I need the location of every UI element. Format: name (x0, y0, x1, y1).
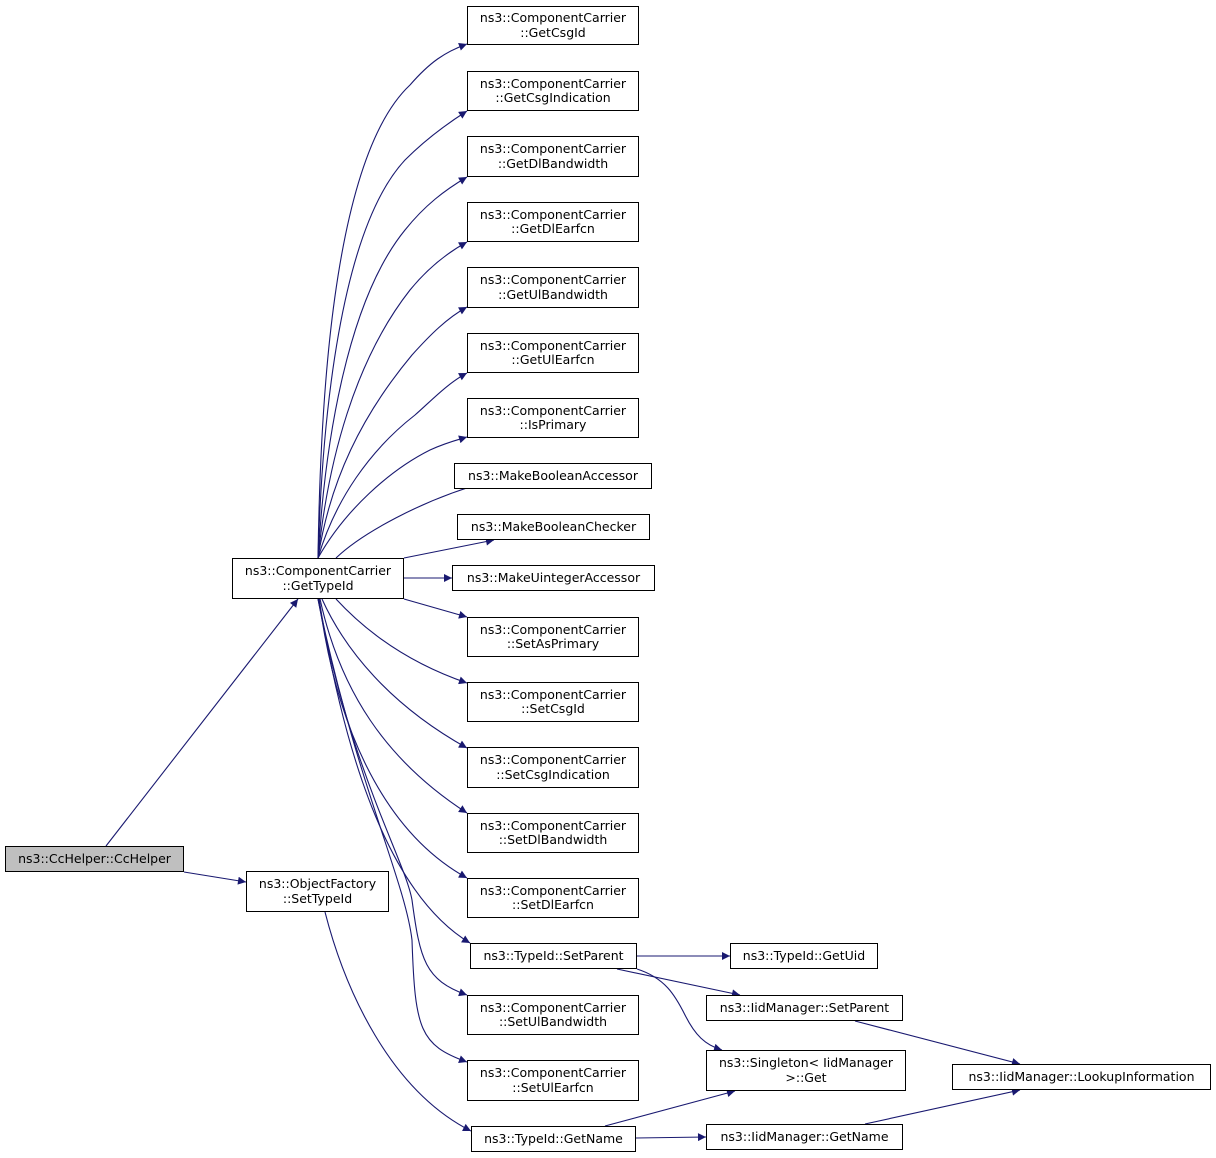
node-typeid-getname[interactable]: ns3::TypeId::GetName (471, 1126, 636, 1152)
edge-typeid-setparent-to-singleton-get (636, 968, 723, 1052)
node-label: ns3::ComponentCarrier (479, 686, 627, 702)
node-componentcarrier-getcsgid[interactable]: ns3::ComponentCarrier ::GetCsgId (467, 6, 639, 45)
edge-gettypeid-to-getulbandwidth (317, 306, 468, 559)
node-label: ::SetAsPrimary (506, 636, 600, 651)
edge-gettypeid-to-makebooleanchecker (403, 537, 495, 559)
edge-typeid-getname-to-iidmanager-getname (635, 1133, 707, 1142)
node-label: ::SetDlEarfcn (512, 897, 594, 912)
node-label: ns3::ComponentCarrier (479, 206, 627, 222)
edge-gettypeid-to-setcsgid (335, 598, 468, 685)
node-label: ::GetTypeId (282, 577, 354, 593)
node-label: ::GetCsgIndication (495, 90, 611, 105)
node-componentcarrier-getulbandwidth[interactable]: ns3::ComponentCarrier ::GetUlBandwidth (467, 267, 639, 308)
node-label: ::SetUlBandwidth (498, 1014, 608, 1029)
node-label: ns3::Singleton< IidManager (718, 1055, 894, 1070)
node-label: ns3::ComponentCarrier (244, 563, 392, 578)
edge-gettypeid-to-typeid-setparent (318, 598, 471, 944)
node-label: ns3::ComponentCarrier (479, 817, 627, 833)
edge-gettypeid-to-setdlbandwidth (319, 598, 468, 814)
node-label: ::SetDlBandwidth (498, 832, 608, 847)
node-label: >::Get (785, 1069, 827, 1085)
edge-gettypeid-to-getcsgid (317, 42, 468, 559)
node-componentcarrier-setulbandwidth[interactable]: ns3::ComponentCarrier ::SetUlBandwidth (467, 995, 639, 1035)
node-componentcarrier-getulearfcn[interactable]: ns3::ComponentCarrier ::GetUlEarfcn (467, 333, 639, 373)
node-label: ns3::TypeId::GetName (484, 1130, 623, 1146)
node-typeid-setparent[interactable]: ns3::TypeId::SetParent (470, 943, 637, 969)
edge-objectfactory-settypeid-to-typeid-getname (324, 911, 472, 1132)
edge-iidmanager-getname-to-lookupinformation (864, 1087, 1021, 1125)
node-label: ns3::TypeId::GetUid (742, 947, 866, 963)
node-label: ns3::ComponentCarrier (479, 1065, 627, 1080)
node-componentcarrier-setdlbandwidth[interactable]: ns3::ComponentCarrier ::SetDlBandwidth (467, 813, 639, 853)
edge-gettypeid-to-getulearfcn (317, 372, 468, 559)
node-label: ns3::IidManager::SetParent (719, 999, 890, 1015)
node-componentcarrier-setasprimary[interactable]: ns3::ComponentCarrier ::SetAsPrimary (467, 617, 639, 657)
node-label: ::GetUlBandwidth (498, 286, 608, 302)
node-iidmanager-lookupinformation[interactable]: ns3::IidManager::LookupInformation (952, 1064, 1211, 1090)
node-label: ns3::ObjectFactory (258, 876, 377, 891)
node-label: ns3::ComponentCarrier (479, 752, 627, 767)
node-makebooleanchecker[interactable]: ns3::MakeBooleanChecker (457, 514, 650, 540)
edge-cchelper-to-objectfactory-settypeid (183, 871, 247, 885)
node-componentcarrier-getdlearfcn[interactable]: ns3::ComponentCarrier ::GetDlEarfcn (467, 202, 639, 242)
edge-cchelper-to-gettypeid (105, 598, 299, 847)
edge-gettypeid-to-setasprimary (403, 598, 468, 619)
node-label: ns3::MakeUintegerAccessor (466, 569, 641, 585)
node-makebooleanaccessor[interactable]: ns3::MakeBooleanAccessor (454, 463, 652, 489)
node-componentcarrier-gettypeid[interactable]: ns3::ComponentCarrier ::GetTypeId (232, 558, 404, 599)
edge-gettypeid-to-getdlbandwidth (317, 176, 468, 559)
edge-iidmanager-setparent-to-lookupinformation (854, 1020, 1021, 1066)
node-label: ns3::ComponentCarrier (479, 882, 627, 898)
node-label: ns3::ComponentCarrier (479, 272, 627, 287)
node-label: ::GetUlEarfcn (511, 352, 595, 367)
node-componentcarrier-getcsgindication[interactable]: ns3::ComponentCarrier ::GetCsgIndication (467, 71, 639, 111)
node-label: ::GetDlEarfcn (511, 221, 595, 236)
edge-gettypeid-to-getcsgindication (317, 110, 468, 559)
node-iidmanager-setparent[interactable]: ns3::IidManager::SetParent (706, 995, 903, 1021)
edge-typeid-setparent-to-iidmanager-setparent (616, 968, 741, 998)
node-label: ns3::ComponentCarrier (479, 999, 627, 1015)
node-componentcarrier-setcsgindication[interactable]: ns3::ComponentCarrier ::SetCsgIndication (467, 747, 639, 788)
node-label: ::SetCsgIndication (496, 766, 610, 782)
node-componentcarrier-getdlbandwidth[interactable]: ns3::ComponentCarrier ::GetDlBandwidth (467, 136, 639, 177)
node-label: ns3::TypeId::SetParent (483, 947, 624, 963)
node-typeid-getuid[interactable]: ns3::TypeId::GetUid (730, 943, 878, 969)
node-label: ns3::MakeBooleanChecker (470, 518, 637, 534)
node-componentcarrier-setcsgid[interactable]: ns3::ComponentCarrier ::SetCsgId (467, 682, 639, 722)
node-componentcarrier-setulearfcn[interactable]: ns3::ComponentCarrier ::SetUlEarfcn (467, 1060, 639, 1101)
node-label: ns3::ComponentCarrier (479, 10, 627, 25)
edge-typeid-getname-to-singleton-get (604, 1089, 736, 1127)
node-componentcarrier-setdlearfcn[interactable]: ns3::ComponentCarrier ::SetDlEarfcn (467, 878, 639, 918)
node-label: ns3::IidManager::LookupInformation (968, 1068, 1195, 1084)
node-label: ns3::ComponentCarrier (479, 402, 627, 418)
node-makeuintegeraccessor[interactable]: ns3::MakeUintegerAccessor (452, 565, 655, 591)
node-componentcarrier-isprimary[interactable]: ns3::ComponentCarrier ::IsPrimary (467, 398, 639, 438)
node-cchelper-cchelper: ns3::CcHelper::CcHelper (5, 846, 184, 872)
edge-gettypeid-to-isprimary (317, 435, 468, 559)
node-singleton-iidmanager-get[interactable]: ns3::Singleton< IidManager >::Get (706, 1050, 906, 1091)
node-label: ns3::ComponentCarrier (479, 75, 627, 91)
node-label: ::GetDlBandwidth (497, 155, 609, 171)
node-label: ::GetCsgId (520, 24, 586, 40)
node-label: ns3::CcHelper::CcHelper (18, 850, 171, 866)
node-label: ns3::MakeBooleanAccessor (468, 467, 638, 483)
node-objectfactory-settypeid[interactable]: ns3::ObjectFactory ::SetTypeId (246, 871, 389, 912)
edge-gettypeid-to-setdlearfcn (318, 598, 468, 879)
node-label: ::SetTypeId (282, 890, 353, 906)
edge-gettypeid-to-setcsgindication (321, 598, 468, 749)
node-label: ::SetUlEarfcn (512, 1079, 594, 1095)
node-label: ns3::IidManager::GetName (720, 1128, 889, 1144)
node-label: ::IsPrimary (519, 417, 587, 432)
node-label: ns3::ComponentCarrier (479, 337, 627, 353)
edge-gettypeid-to-getdlearfcn (317, 241, 468, 559)
node-label: ns3::ComponentCarrier (479, 621, 627, 637)
node-label: ::SetCsgId (521, 701, 585, 716)
node-label: ns3::ComponentCarrier (479, 141, 627, 156)
edge-gettypeid-to-setulearfcn (317, 598, 468, 1064)
node-iidmanager-getname[interactable]: ns3::IidManager::GetName (706, 1124, 903, 1150)
